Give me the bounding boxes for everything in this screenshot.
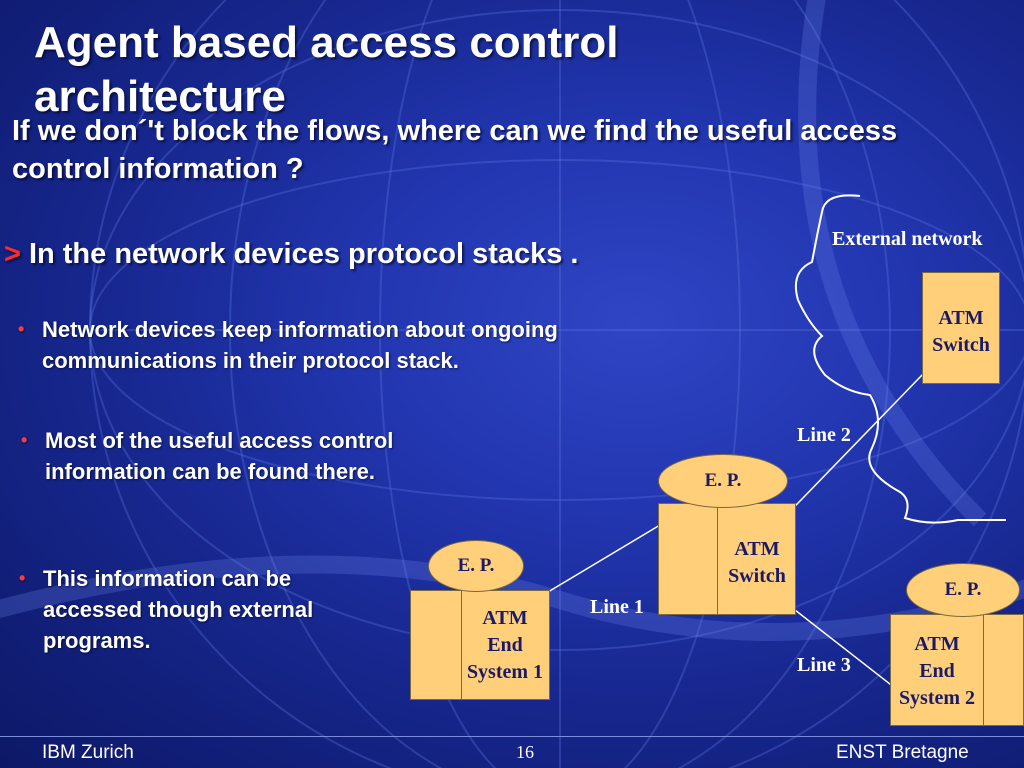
footer-left: IBM Zurich [42, 742, 134, 763]
end-system-1-line3: System 1 [466, 661, 544, 683]
atm-switch-external-line1: ATM [938, 307, 984, 329]
atm-switch-internal: ATM Switch [658, 503, 796, 615]
end-system-2-line1: ATM [914, 633, 960, 655]
bullet-text-1: Network devices keep information about o… [42, 317, 558, 373]
bullet-item-3: • This information can be accessed thoug… [19, 563, 383, 656]
end-system-1-line1: ATM [482, 607, 528, 629]
atm-switch-internal-line1: ATM [734, 538, 780, 560]
atm-switch-internal-line2: Switch [728, 565, 786, 587]
line-2-label: Line 2 [797, 424, 851, 446]
bullet-marker: • [19, 568, 26, 588]
enforcement-point-switch: E. P. [658, 454, 788, 508]
line-3 [794, 609, 896, 689]
end-system-2-line3: System 2 [898, 687, 976, 709]
end-system-1-line2: End [487, 634, 523, 656]
ep-label-end-system-2: E. P. [944, 579, 982, 600]
bullet-marker: • [21, 430, 28, 450]
line-1-label: Line 1 [590, 596, 644, 618]
page-number: 16 [516, 742, 534, 762]
footer-divider [0, 736, 1024, 737]
atm-switch-external: ATM Switch [922, 272, 1000, 384]
footer-right: ENST Bretagne [836, 742, 969, 763]
slide-title: Agent based access control architecture [34, 18, 619, 121]
external-network-label: External network [832, 228, 983, 250]
line-1 [537, 524, 661, 599]
enforcement-point-end-system-1: E. P. [428, 540, 524, 592]
atm-switch-external-line2: Switch [932, 334, 990, 356]
external-network-boundary [794, 194, 1006, 524]
bullet-item-2: • Most of the useful access control info… [21, 425, 485, 487]
main-point-text: In the network devices protocol stacks . [28, 238, 579, 270]
end-system-2-line2: End [919, 660, 955, 682]
main-point: >In the network devices protocol stacks … [4, 236, 724, 272]
line-3-label: Line 3 [797, 654, 851, 676]
bullet-text-2: Most of the useful access control inform… [45, 428, 394, 484]
atm-end-system-1: ATM End System 1 [410, 590, 550, 700]
atm-end-system-2: ATM End System 2 [890, 614, 1024, 726]
ep-label-switch: E. P. [704, 470, 742, 491]
bullet-item-1: • Network devices keep information about… [18, 314, 682, 376]
bullet-marker: • [18, 319, 25, 339]
point-marker: > [4, 238, 21, 270]
slide-question: If we don´'t block the flows, where can … [12, 115, 898, 185]
bullet-text-3: This information can be accessed though … [43, 566, 314, 653]
enforcement-point-end-system-2: E. P. [906, 563, 1020, 617]
ep-label-end-system-1: E. P. [457, 555, 495, 576]
